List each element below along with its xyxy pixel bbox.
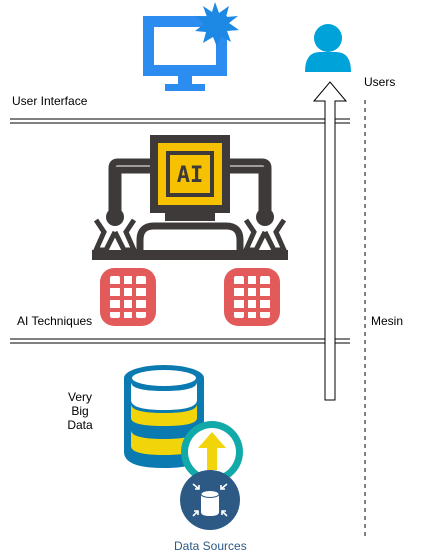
big-data-line-3: Data xyxy=(67,418,93,432)
big-data-line-2: Big xyxy=(71,404,89,418)
users-label: Users xyxy=(364,75,396,89)
big-data-line-1: Very xyxy=(67,390,92,404)
ui-layer-separator xyxy=(10,118,350,124)
ai-techniques-layer-label: AI Techniques xyxy=(17,314,93,328)
upload-icon xyxy=(181,421,243,483)
burst-icon xyxy=(195,2,239,47)
ai-chip-text: AI xyxy=(177,163,204,188)
data-source-icon xyxy=(180,470,240,530)
machine-label: Mesin xyxy=(371,314,404,328)
user-icon xyxy=(305,24,351,72)
flow-up-arrow xyxy=(312,81,348,401)
ai-robot-icon xyxy=(92,135,288,326)
ai-layer-separator xyxy=(10,338,350,344)
big-data-label: Very Big Data xyxy=(62,390,98,432)
data-sources-label: Data Sources xyxy=(174,539,247,553)
user-interface-layer-label: User Interface xyxy=(12,94,88,108)
